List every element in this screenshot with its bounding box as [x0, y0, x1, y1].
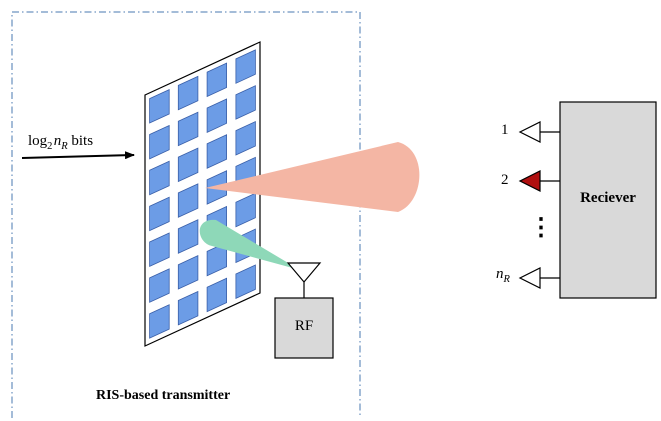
receiver-antenna-1: [518, 121, 560, 143]
ris-element: [206, 62, 228, 98]
rf-box: [274, 297, 334, 359]
rf-label: RF: [294, 318, 314, 334]
rf-antenna-icon: [286, 262, 322, 283]
receiver-ellipsis: ⋮: [529, 215, 553, 241]
ris-element: [149, 88, 170, 124]
ris-element: [177, 290, 199, 326]
ris-element: [149, 124, 170, 160]
receiver-label: Reciever: [580, 190, 636, 206]
input-arrow: [21, 151, 135, 160]
ris-element: [149, 232, 170, 268]
receiver-antenna-nr: [518, 267, 560, 289]
ris-element: [149, 268, 170, 303]
ris-element: [149, 160, 170, 196]
ris-element: [177, 147, 199, 183]
receiver-antenna-2: [518, 170, 560, 192]
receiver-antenna-1-label: 1: [501, 122, 509, 138]
receiver-antenna-1-icon: [518, 121, 541, 143]
ris-element: [206, 134, 228, 169]
transmitter-caption: RIS-based transmitter: [96, 388, 231, 403]
transmitter-boundary: [11, 11, 361, 418]
ris-element: [177, 219, 199, 254]
reflected-beam: [205, 142, 420, 212]
ris-element: [177, 75, 199, 111]
input-bits-label: log2 nR bits: [28, 133, 94, 152]
receiver-antenna-2-label: 2: [501, 172, 509, 188]
receiver-box: [559, 101, 657, 299]
ris-element: [206, 98, 228, 134]
ris-element: [235, 120, 256, 156]
receiver-antenna-nr-icon: [518, 267, 541, 289]
ris-element: [149, 304, 170, 339]
ris-element: [149, 196, 170, 232]
ris-element: [235, 264, 256, 300]
ris-element: [177, 183, 199, 218]
ris-element: [235, 192, 256, 228]
ris-element: [177, 111, 199, 147]
receiver-antenna-nr-label: nR: [496, 266, 510, 285]
ris-element: [235, 49, 256, 84]
feed-beam: [199, 219, 300, 270]
ris-element: [206, 277, 228, 313]
ris-panel: [144, 41, 261, 347]
ris-element: [235, 85, 256, 120]
receiver-antenna-2-icon: [518, 170, 541, 192]
ris-element: [177, 254, 199, 290]
